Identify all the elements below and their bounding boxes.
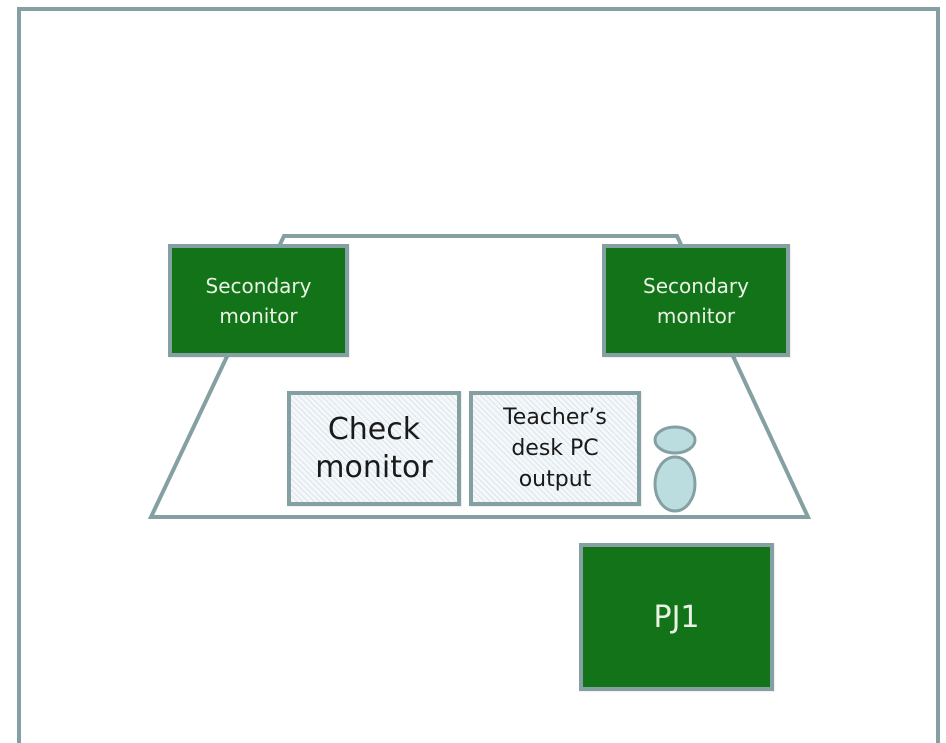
check-monitor-label: Check monitor	[315, 411, 433, 485]
teacher-desk-pc-output: Teacher’s desk PC output	[469, 391, 641, 506]
person-body	[653, 455, 697, 513]
person-head	[653, 425, 697, 455]
secondary-monitor-right: Secondary monitor	[602, 244, 790, 357]
secondary-monitor-left: Secondary monitor	[168, 244, 349, 357]
check-monitor: Check monitor	[287, 391, 461, 506]
secondary-monitor-left-label: Secondary monitor	[205, 273, 312, 328]
secondary-monitor-right-label: Secondary monitor	[643, 273, 749, 328]
room-wall	[17, 7, 940, 743]
projector-pj1: PJ1	[579, 543, 774, 691]
projector-pj1-label: PJ1	[653, 599, 700, 635]
teacher-desk-pc-output-label: Teacher’s desk PC output	[503, 405, 607, 492]
